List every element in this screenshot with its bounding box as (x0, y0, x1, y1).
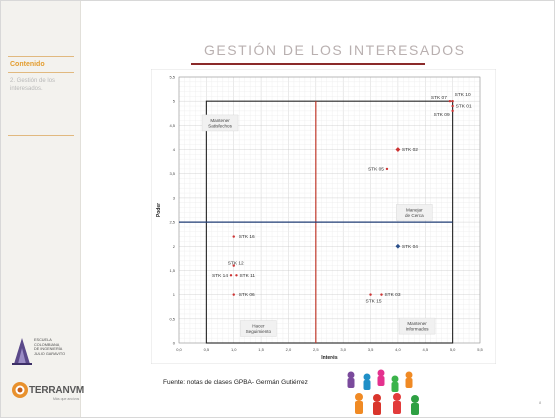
chart-points: STK 07 STK 10 STK 01 STK 09 STK 02 STK 05 STK … (212, 92, 472, 304)
school-name-line: JULIO GARAVITO (34, 351, 66, 356)
sidebar-item-gestion[interactable]: 2. Gestión de los interesados. (10, 78, 56, 92)
quadrant-box (240, 320, 277, 337)
stakeholder-marker (451, 104, 454, 108)
stakeholder-marker (448, 99, 452, 103)
stakeholder-marker (369, 293, 372, 296)
quadrant-box (396, 204, 433, 221)
x-axis-label: Interés (321, 355, 338, 361)
school-name-line: COLOMBIANA (34, 342, 60, 347)
stakeholder-label: STK 01 (456, 104, 472, 110)
y-tick-label: 1 (173, 292, 176, 297)
y-tick-label: 3,5 (169, 171, 175, 176)
sidebar: Contenido 2. Gestión de los interesados.… (1, 1, 85, 417)
terranvm-tagline: Más que ancivos (53, 397, 80, 401)
title-underline (191, 63, 425, 65)
x-tick-label: 0,0 (176, 347, 182, 352)
school-name: ESCUELA COLOMBIANA DE INGENIERÍA JULIO G… (34, 338, 65, 356)
y-tick-label: 5,5 (169, 75, 175, 80)
stakeholder-label: STK 11 (239, 273, 255, 279)
x-tick-label: 2,0 (286, 347, 292, 352)
stakeholder-marker (395, 243, 401, 249)
x-tick-label: 2,5 (313, 347, 319, 352)
stakeholder-marker (380, 293, 383, 296)
y-tick-label: 0 (173, 341, 176, 346)
school-name-line: DE INGENIERÍA (34, 347, 63, 352)
stakeholder-label: STK 05 (368, 166, 384, 172)
x-tick-label: 1,0 (231, 347, 237, 352)
y-axis-label: Poder (156, 203, 162, 217)
chart-ticks: 0,0 0,5 1,0 1,5 2,0 2,5 3,0 3,5 4,0 4,5 5,0 5,5 0 0,5… (169, 75, 483, 353)
quadrant-box (201, 114, 239, 132)
stakeholder-chart: 0,0 0,5 1,0 1,5 2,0 2,5 3,0 3,5 4,0 4,5 5,0 5,5 0 0,5… (151, 69, 496, 364)
y-tick-label: 3 (173, 195, 176, 200)
sidebar-divider-top (8, 56, 74, 57)
school-name-line: ESCUELA (34, 338, 52, 342)
stakeholders-people-icon (347, 369, 419, 415)
page-title: GESTIÓN DE LOS INTERESADOS (204, 42, 466, 58)
x-tick-label: 3,5 (368, 347, 374, 352)
x-tick-label: 1,5 (258, 347, 264, 352)
stakeholder-marker (229, 274, 233, 277)
stakeholder-label: STK 15 (366, 299, 382, 305)
source-note: Fuente: notas de clases GPBA- Germán Gut… (163, 379, 308, 386)
stakeholder-label: STK 09 (434, 112, 450, 118)
stakeholder-label: STK 06 (239, 292, 255, 298)
x-tick-label: 4,5 (422, 347, 428, 352)
y-tick-label: 4 (173, 147, 176, 152)
terranvm-logo: TERRANVM Más que ancivos (11, 379, 85, 403)
stakeholder-label: STK 03 (384, 292, 400, 298)
stakeholder-marker (232, 235, 235, 238)
stakeholder-marker (232, 293, 235, 296)
school-emblem-icon (12, 338, 32, 365)
y-tick-label: 2,5 (169, 220, 175, 225)
y-tick-label: 2 (173, 244, 176, 249)
stakeholder-marker (451, 99, 454, 103)
x-tick-label: 4,0 (395, 347, 401, 352)
sidebar-section-title[interactable]: Contenido (10, 61, 45, 68)
x-tick-label: 5,0 (450, 347, 456, 352)
terranvm-emblem-icon (12, 382, 28, 398)
sidebar-divider-mid (8, 72, 74, 73)
stakeholder-label: STK 02 (402, 147, 418, 153)
stakeholder-marker (235, 274, 238, 277)
stakeholder-marker (232, 264, 235, 267)
stakeholder-label: STK 16 (239, 234, 255, 240)
terranvm-name: TERRANVM (29, 385, 85, 396)
y-tick-label: 4,5 (169, 123, 175, 128)
x-tick-label: 0,5 (204, 347, 210, 352)
stakeholder-label: STK 04 (402, 244, 418, 250)
stakeholder-marker (395, 147, 401, 152)
y-tick-label: 5 (173, 99, 176, 104)
stakeholder-label: STK 07 (431, 95, 447, 101)
stakeholder-label: STK 10 (455, 92, 471, 98)
sidebar-divider-bottom (8, 135, 74, 136)
x-tick-label: 5,5 (477, 347, 483, 352)
stakeholder-marker (385, 167, 389, 171)
chart-dividers (179, 101, 453, 343)
quadrant-box (398, 317, 436, 335)
x-tick-label: 3,0 (340, 347, 346, 352)
y-tick-label: 1,5 (169, 268, 175, 273)
stakeholder-marker (451, 109, 454, 113)
stakeholder-label: STK 12 (228, 261, 244, 267)
page-number: 8 (539, 400, 542, 405)
stakeholder-label: STK 14 (212, 273, 228, 279)
school-logo: ESCUELA COLOMBIANA DE INGENIERÍA JULIO G… (12, 334, 74, 370)
y-tick-label: 0,5 (169, 316, 175, 321)
